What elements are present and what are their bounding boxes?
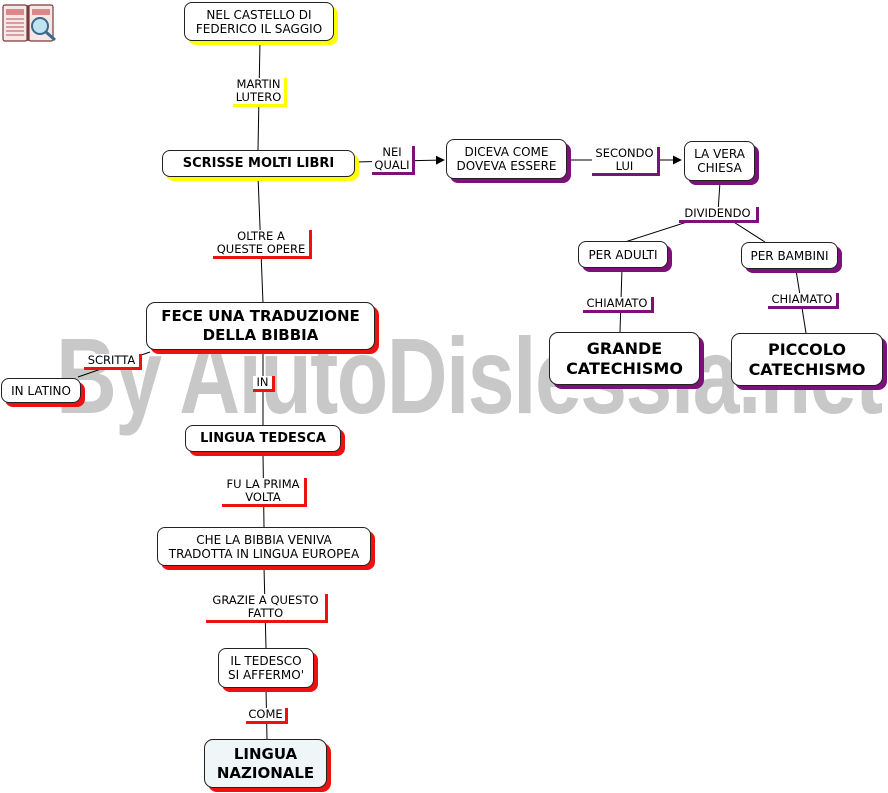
- node-vera-chiesa: LA VERA CHIESA: [684, 141, 755, 181]
- link-come: COME: [246, 708, 288, 724]
- link-martin-lutero: MARTIN LUTERO: [233, 78, 287, 107]
- node-in-latino: IN LATINO: [1, 378, 81, 403]
- link-grazie-questo-fatto: GRAZIE A QUESTO FATTO: [206, 594, 328, 623]
- link-nei-quali: NEI QUALI: [372, 146, 415, 175]
- node-castello: NEL CASTELLO DI FEDERICO IL SAGGIO: [184, 2, 334, 41]
- node-diceva-come: DICEVA COME DOVEVA ESSERE: [446, 139, 567, 179]
- node-lingua-tedesca: LINGUA TEDESCA: [185, 425, 341, 452]
- node-tedesco-affermo: IL TEDESCO SI AFFERMO': [218, 648, 314, 688]
- link-scritta: SCRITTA: [84, 354, 142, 370]
- node-traduzione-bibbia: FECE UNA TRADUZIONE DELLA BIBBIA: [146, 302, 375, 350]
- link-secondo-lui: SECONDO LUI: [592, 147, 660, 176]
- link-in: IN: [253, 376, 275, 392]
- link-chiamato-adulti: CHIAMATO: [583, 297, 654, 313]
- link-dividendo: DIVIDENDO: [679, 207, 759, 223]
- node-per-adulti: PER ADULTI: [578, 241, 668, 268]
- node-piccolo-catechismo: PICCOLO CATECHISMO: [731, 333, 883, 386]
- link-oltre-queste-opere: OLTRE A QUESTE OPERE: [213, 230, 312, 259]
- node-grande-catechismo: GRANDE CATECHISMO: [549, 332, 700, 385]
- node-bibbia-europea: CHE LA BIBBIA VENIVA TRADOTTA IN LINGUA …: [157, 527, 371, 566]
- node-scrisse-molti-libri: SCRISSE MOLTI LIBRI: [162, 150, 355, 177]
- book-magnifier-icon: [2, 4, 56, 42]
- link-prima-volta: FU LA PRIMA VOLTA: [222, 478, 307, 507]
- node-per-bambini: PER BAMBINI: [741, 242, 838, 269]
- link-chiamato-bambini: CHIAMATO: [768, 293, 839, 309]
- node-lingua-nazionale: LINGUA NAZIONALE: [204, 739, 327, 788]
